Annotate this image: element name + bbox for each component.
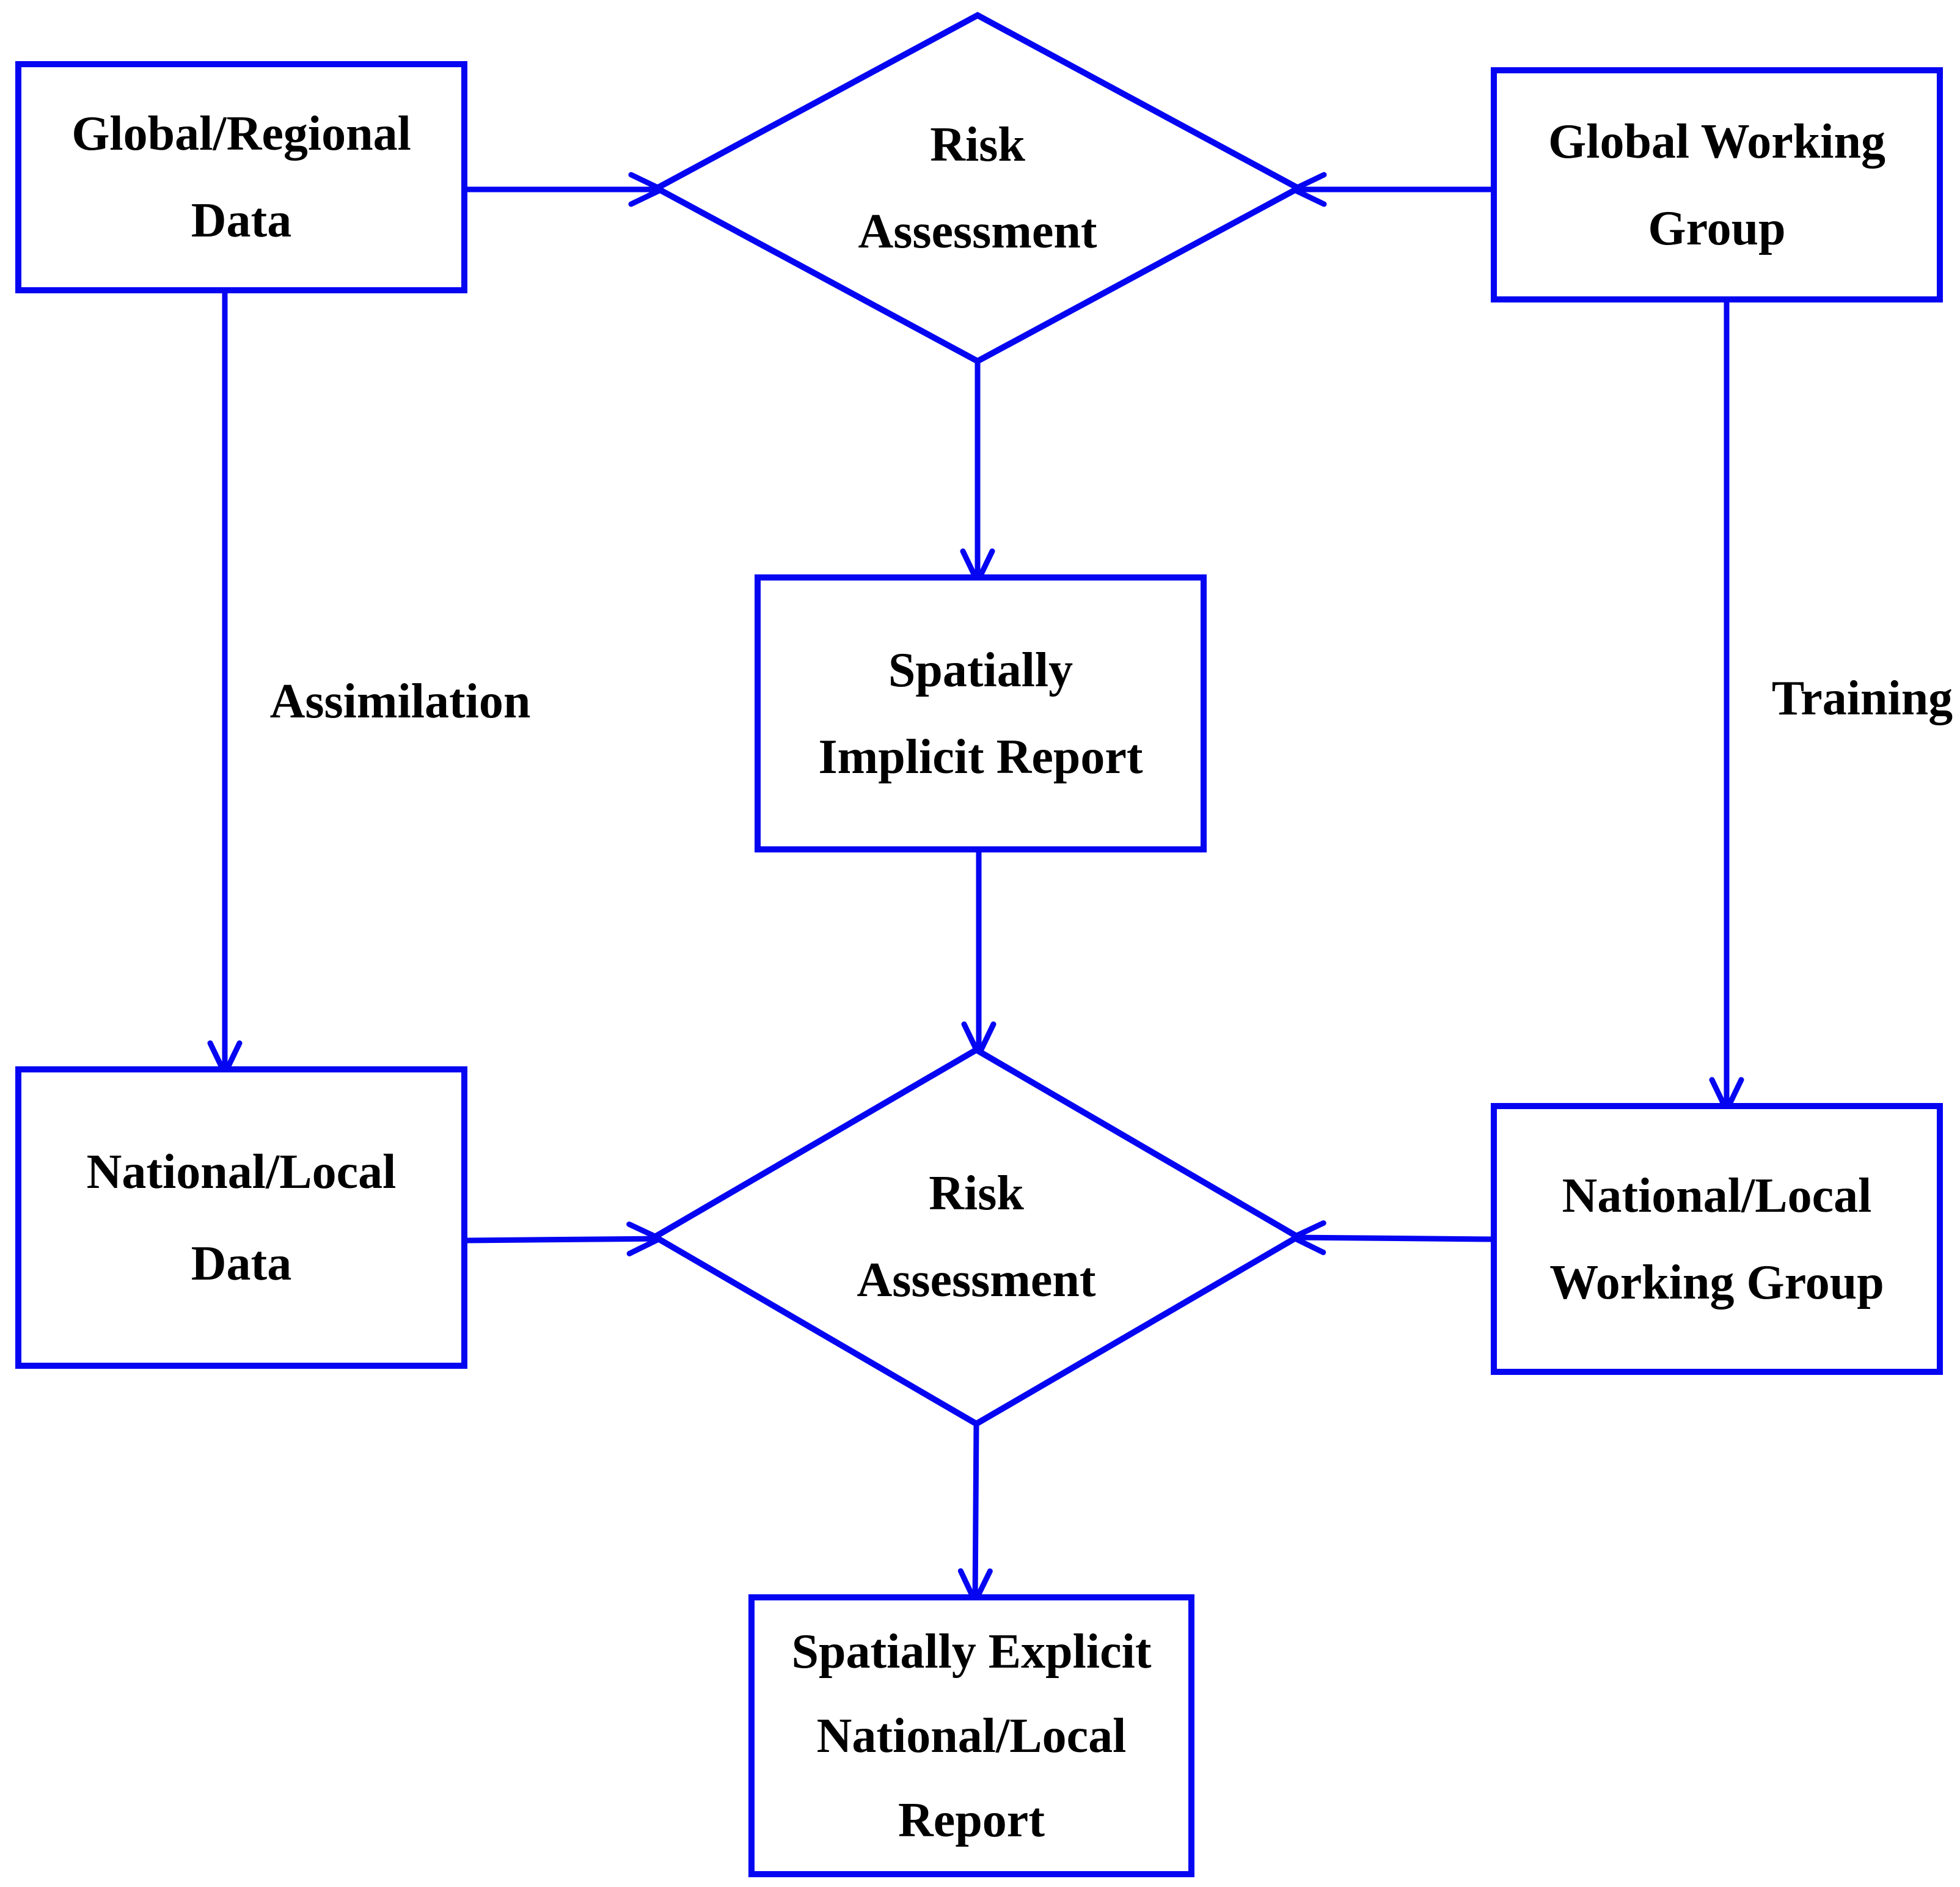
arrow-national-data-to-risk-bottom: [464, 1221, 667, 1256]
box-spatially-implicit-report: [755, 574, 1207, 852]
connectors: [207, 172, 1744, 1608]
arrow-national-working-group-to-risk-bottom: [1286, 1220, 1494, 1255]
diamond-risk-assessment-top: [650, 12, 1305, 365]
box-national-local-working-group: [1491, 1103, 1943, 1375]
arrow-risk-bottom-to-spatially-explicit: [957, 1423, 993, 1608]
node-shapes: [15, 12, 1943, 1877]
box-global-regional-data: [15, 61, 467, 293]
box-spatially-explicit-report: [748, 1594, 1194, 1877]
diamond-risk-assessment-bottom: [649, 1046, 1304, 1427]
box-global-working-group: [1491, 67, 1943, 302]
box-national-local-data: [15, 1066, 467, 1369]
